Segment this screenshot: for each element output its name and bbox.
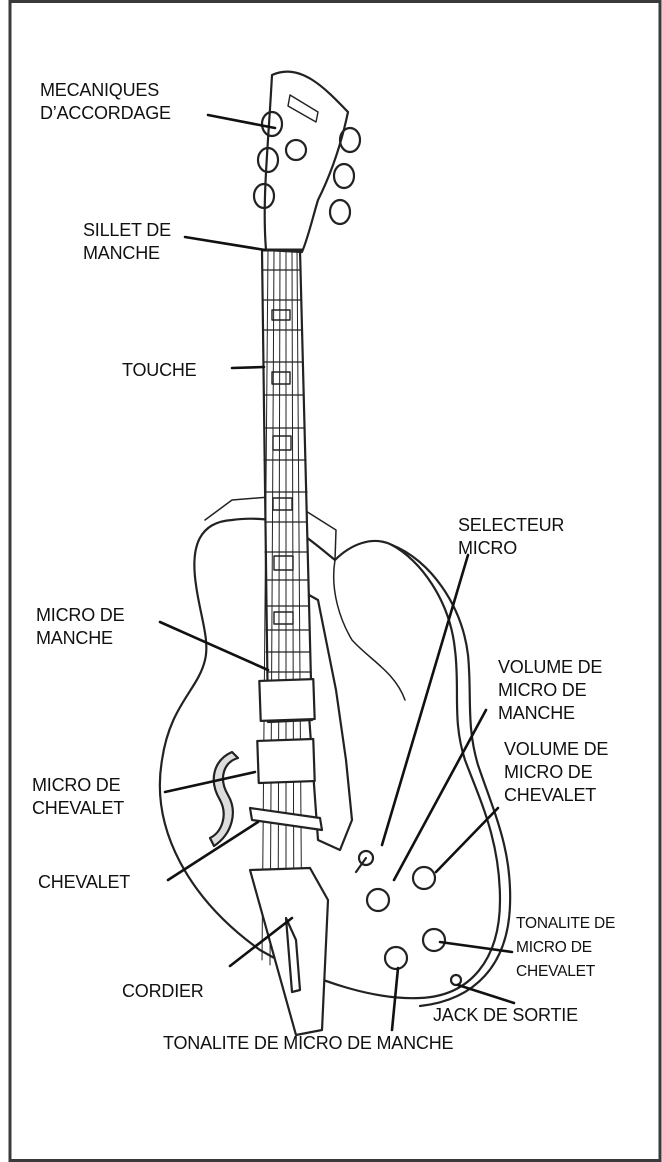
- neck: [260, 248, 314, 724]
- leader-neck-tone: [390, 966, 400, 1032]
- leader-tailpiece: [228, 916, 294, 968]
- frame-border: [8, 0, 662, 1162]
- leader-fretboard: [230, 365, 266, 370]
- label-bridge-volume: VOLUME DE MICRO DE CHEVALET: [504, 739, 609, 805]
- label-output-jack: JACK DE SORTIE: [433, 1005, 578, 1025]
- label-tuners: MECANIQUES D’ACCORDAGE: [40, 80, 171, 123]
- label-selector: SELECTEUR MICRO: [458, 515, 565, 558]
- headstock-logo: [287, 94, 319, 123]
- leader-bridge: [166, 820, 260, 882]
- label-fretboard: TOUCHE: [122, 360, 197, 380]
- pickup-selector-switch: [357, 849, 375, 867]
- leader-neck-pickup: [158, 620, 270, 672]
- truss-rod-cover: [284, 138, 308, 162]
- toggle-lever: [354, 856, 368, 874]
- leader-neck-volume: [392, 708, 488, 882]
- bridge-part: [248, 806, 324, 832]
- label-bridge-tone: TONALITE DE MICRO DE CHEVALET: [516, 915, 616, 980]
- label-nut: SILLET DE MANCHE: [83, 220, 171, 263]
- leader-lines: [158, 113, 516, 1032]
- control-knobs: [365, 865, 447, 971]
- label-bridge-pickup: MICRO DE CHEVALET: [32, 775, 125, 818]
- output-jack-part: [449, 973, 463, 987]
- bridge-pickup-part: [256, 737, 316, 785]
- guitar-illustration: [158, 70, 512, 1037]
- label-neck-tone: TONALITE DE MICRO DE MANCHE: [163, 1033, 454, 1053]
- leader-bridge-tone: [438, 940, 514, 954]
- tuning-pegs: [252, 110, 362, 226]
- strings: [261, 249, 303, 971]
- cutaway-line: [332, 559, 406, 701]
- headstock: [263, 70, 350, 254]
- guitar-body: [158, 517, 502, 1000]
- tailpiece-cutout: [284, 916, 302, 994]
- leader-bridge-volume: [434, 806, 500, 874]
- neck-pickup-part: [258, 677, 316, 723]
- label-neck-volume: VOLUME DE MICRO DE MANCHE: [498, 657, 603, 723]
- leader-output-jack: [456, 983, 516, 1005]
- leader-selector: [380, 553, 470, 847]
- leader-tuners: [206, 113, 277, 130]
- pickguard: [298, 588, 354, 852]
- leader-nut: [183, 235, 267, 252]
- label-tailpiece: CORDIER: [122, 981, 204, 1001]
- leader-bridge-pickup: [163, 770, 257, 794]
- body-side: [390, 543, 512, 1008]
- label-neck-pickup: MICRO DE MANCHE: [36, 605, 125, 648]
- label-bridge: CHEVALET: [38, 872, 131, 892]
